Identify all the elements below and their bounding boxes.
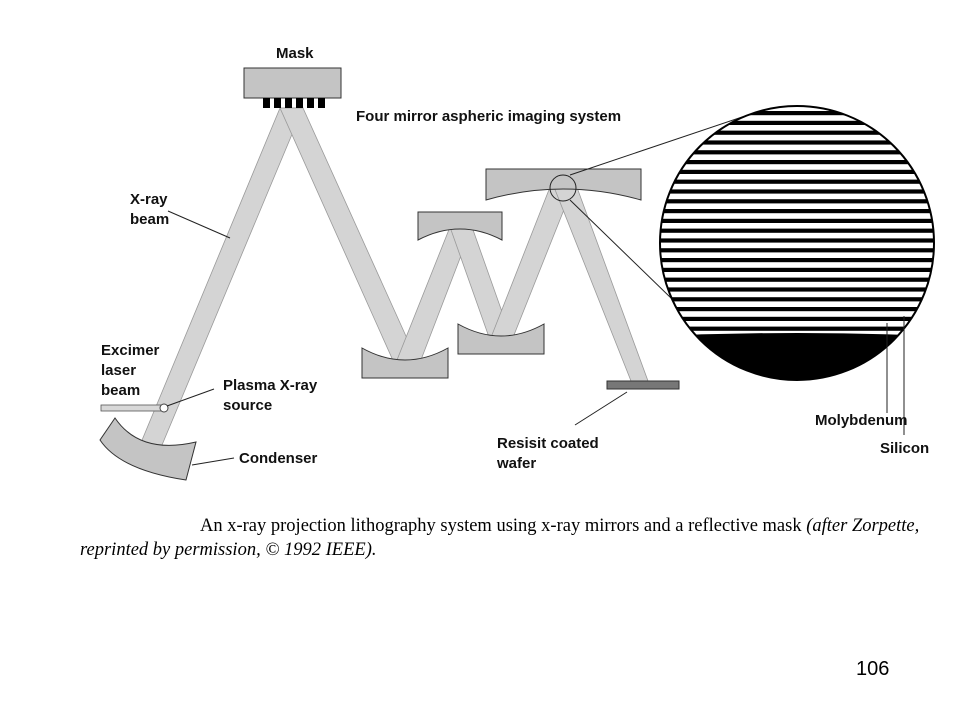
label-condenser: Condenser (239, 450, 318, 467)
label-wafer-line1: Resisit coated (497, 435, 599, 452)
label-wafer-line2: wafer (496, 455, 536, 472)
wafer (606, 380, 680, 390)
plasma-source (159, 403, 169, 413)
multilayer-stripe (660, 287, 934, 292)
multilayer-stripe (660, 267, 934, 272)
multilayer-stripe (660, 326, 934, 331)
multilayer-stripe (660, 140, 934, 145)
label-xray-beam-line2: beam (130, 211, 169, 228)
mask-pattern (263, 98, 325, 108)
label-mask: Mask (276, 45, 314, 62)
multilayer-stripe (660, 277, 934, 282)
label-excimer-line2: laser (101, 362, 136, 379)
label-silicon: Silicon (880, 440, 929, 457)
magnifier-lens (549, 174, 577, 202)
multilayer-stripe (660, 248, 934, 253)
beam-mask-to-mirror1 (279, 107, 420, 366)
multilayer-stripe (660, 111, 934, 116)
multilayer-stripe (660, 179, 934, 184)
mask-body (243, 67, 342, 99)
mirror-3 (457, 323, 545, 355)
caption-text: An x-ray projection lithography system u… (200, 516, 802, 536)
page-number: 106 (856, 658, 890, 680)
caption-attribution-1: (after Zorpette, (806, 516, 920, 536)
multilayer-detail (659, 105, 935, 381)
multilayer-stripe (660, 150, 934, 155)
mirror-4 (485, 168, 642, 201)
multilayer-stripe (660, 297, 934, 302)
multilayer-stripe (660, 169, 934, 174)
xray-beam-paths (139, 107, 649, 446)
mirror-1 (361, 347, 449, 379)
condenser-mirror (99, 417, 197, 481)
figure-caption: An x-ray projection lithography system u… (80, 514, 952, 562)
mirror-2 (417, 211, 503, 241)
leader-lines (166, 210, 905, 466)
label-molybdenum: Molybdenum (815, 412, 908, 429)
magnifier-line-top (569, 114, 749, 176)
multilayer-stripe (660, 307, 934, 312)
beam-condenser-to-mask (139, 107, 304, 446)
multilayer-stripe (660, 189, 934, 194)
excimer-laser-beam (100, 404, 165, 412)
mask (243, 67, 342, 108)
label-excimer-line1: Excimer (101, 342, 160, 359)
caption-attribution-2: reprinted by permission, © 1992 IEEE). (80, 540, 377, 560)
multilayer-stripe (660, 316, 934, 321)
label-excimer-line3: beam (101, 382, 140, 399)
multilayer-stripe (660, 238, 934, 243)
label-xray-beam-line1: X-ray (130, 191, 168, 208)
multilayer-stripe (660, 258, 934, 263)
multilayer-stripe (660, 228, 934, 233)
multilayer-stripe (660, 209, 934, 214)
multilayer-stripe (660, 130, 934, 135)
beam-mirror4-to-wafer (551, 181, 649, 382)
multilayer-stripe (660, 160, 934, 165)
label-plasma-line1: Plasma X-ray (223, 377, 318, 394)
label-plasma-line2: source (223, 397, 272, 414)
multilayer-stripe (660, 199, 934, 204)
multilayer-stripe (660, 218, 934, 223)
label-imaging-system: Four mirror aspheric imaging system (356, 108, 621, 125)
multilayer-stripe (660, 120, 934, 125)
